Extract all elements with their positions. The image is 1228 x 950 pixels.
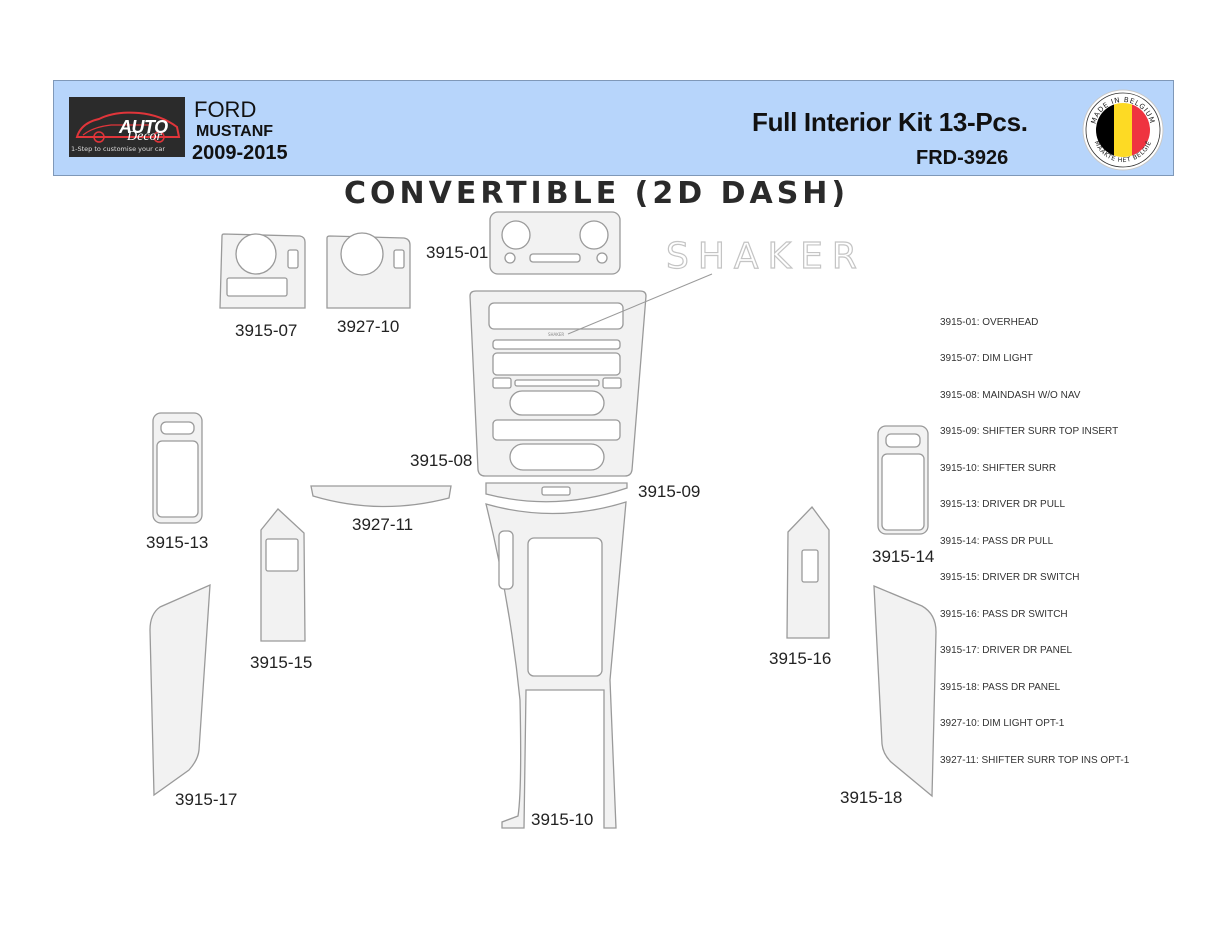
- part-3915-17: [149, 583, 211, 797]
- label-3915-08: 3915-08: [410, 451, 473, 470]
- legend-item: 3915-01: OVERHEAD: [940, 317, 1039, 328]
- kit-code: FRD-3926: [916, 147, 1009, 169]
- label-3915-15: 3915-15: [250, 653, 313, 672]
- label-3915-13: 3915-13: [146, 533, 209, 552]
- legend-item: 3915-13: DRIVER DR PULL: [940, 499, 1066, 510]
- part-3927-11: [310, 485, 452, 508]
- car-silhouette-icon: [75, 111, 181, 143]
- label-3915-16: 3915-16: [769, 649, 832, 668]
- legend-item: 3915-14: PASS DR PULL: [940, 536, 1054, 547]
- legend-item: 3915-08: MAINDASH W/O NAV: [940, 390, 1081, 401]
- logo-decor-text: Decor: [127, 129, 162, 144]
- part-3915-16: [786, 505, 830, 639]
- shaker-callout-line: [567, 273, 713, 335]
- legend-item: 3915-17: DRIVER DR PANEL: [940, 645, 1073, 656]
- part-3915-14: [877, 425, 929, 535]
- diagram-title: CONVERTIBLE (2D DASH): [344, 176, 850, 211]
- part-3915-10: [485, 501, 627, 829]
- label-3915-17: 3915-17: [175, 790, 238, 809]
- legend-item: 3927-11: SHIFTER SURR TOP INS OPT-1: [940, 755, 1130, 766]
- label-3915-01: 3915-01: [426, 243, 489, 262]
- part-3927-10: [326, 232, 411, 309]
- made-in-belgium-badge: MADE IN BELGIUM MAAKTE HET BELGIË: [1082, 89, 1164, 171]
- header-banner: AUTO Decor 1-Step to customise your car …: [53, 80, 1174, 176]
- label-3915-10: 3915-10: [531, 810, 594, 829]
- part-3915-15: [260, 508, 306, 642]
- label-3927-10: 3927-10: [337, 317, 400, 336]
- part-3915-08: [469, 290, 647, 477]
- label-3915-14: 3915-14: [872, 547, 935, 566]
- kit-title: Full Interior Kit 13-Pcs.: [752, 107, 1028, 137]
- logo-tagline: 1-Step to customise your car: [71, 145, 166, 153]
- legend-item: 3927-10: DIM LIGHT OPT-1: [940, 718, 1065, 729]
- label-3915-09: 3915-09: [638, 482, 701, 501]
- legend-item: 3915-10: SHIFTER SURR: [940, 463, 1057, 474]
- part-3915-18: [873, 585, 937, 798]
- shaker-callout-label: SHAKER: [665, 235, 866, 277]
- part-3915-01: [489, 211, 621, 275]
- legend-item: 3915-09: SHIFTER SURR TOP INSERT: [940, 426, 1119, 437]
- car-make: FORD: [194, 97, 257, 122]
- legend-item: 3915-16: PASS DR SWITCH: [940, 609, 1068, 620]
- logo-auto-text: AUTO: [119, 117, 168, 137]
- car-model: MUSTANF: [196, 123, 274, 140]
- label-3915-07: 3915-07: [235, 321, 298, 340]
- part-3915-07: [219, 233, 306, 309]
- autodecor-logo: AUTO Decor 1-Step to customise your car: [69, 97, 185, 157]
- model-years: 2009-2015: [192, 142, 288, 164]
- part-3915-13: [152, 412, 203, 524]
- label-3927-11: 3927-11: [352, 515, 414, 534]
- label-3915-18: 3915-18: [840, 788, 903, 807]
- legend-item: 3915-15: DRIVER DR SWITCH: [940, 572, 1080, 583]
- part-3915-09: [485, 482, 628, 503]
- legend-item: 3915-07: DIM LIGHT: [940, 353, 1033, 364]
- shaker-mini-text: SHAKER: [548, 332, 564, 337]
- legend-item: 3915-18: PASS DR PANEL: [940, 682, 1061, 693]
